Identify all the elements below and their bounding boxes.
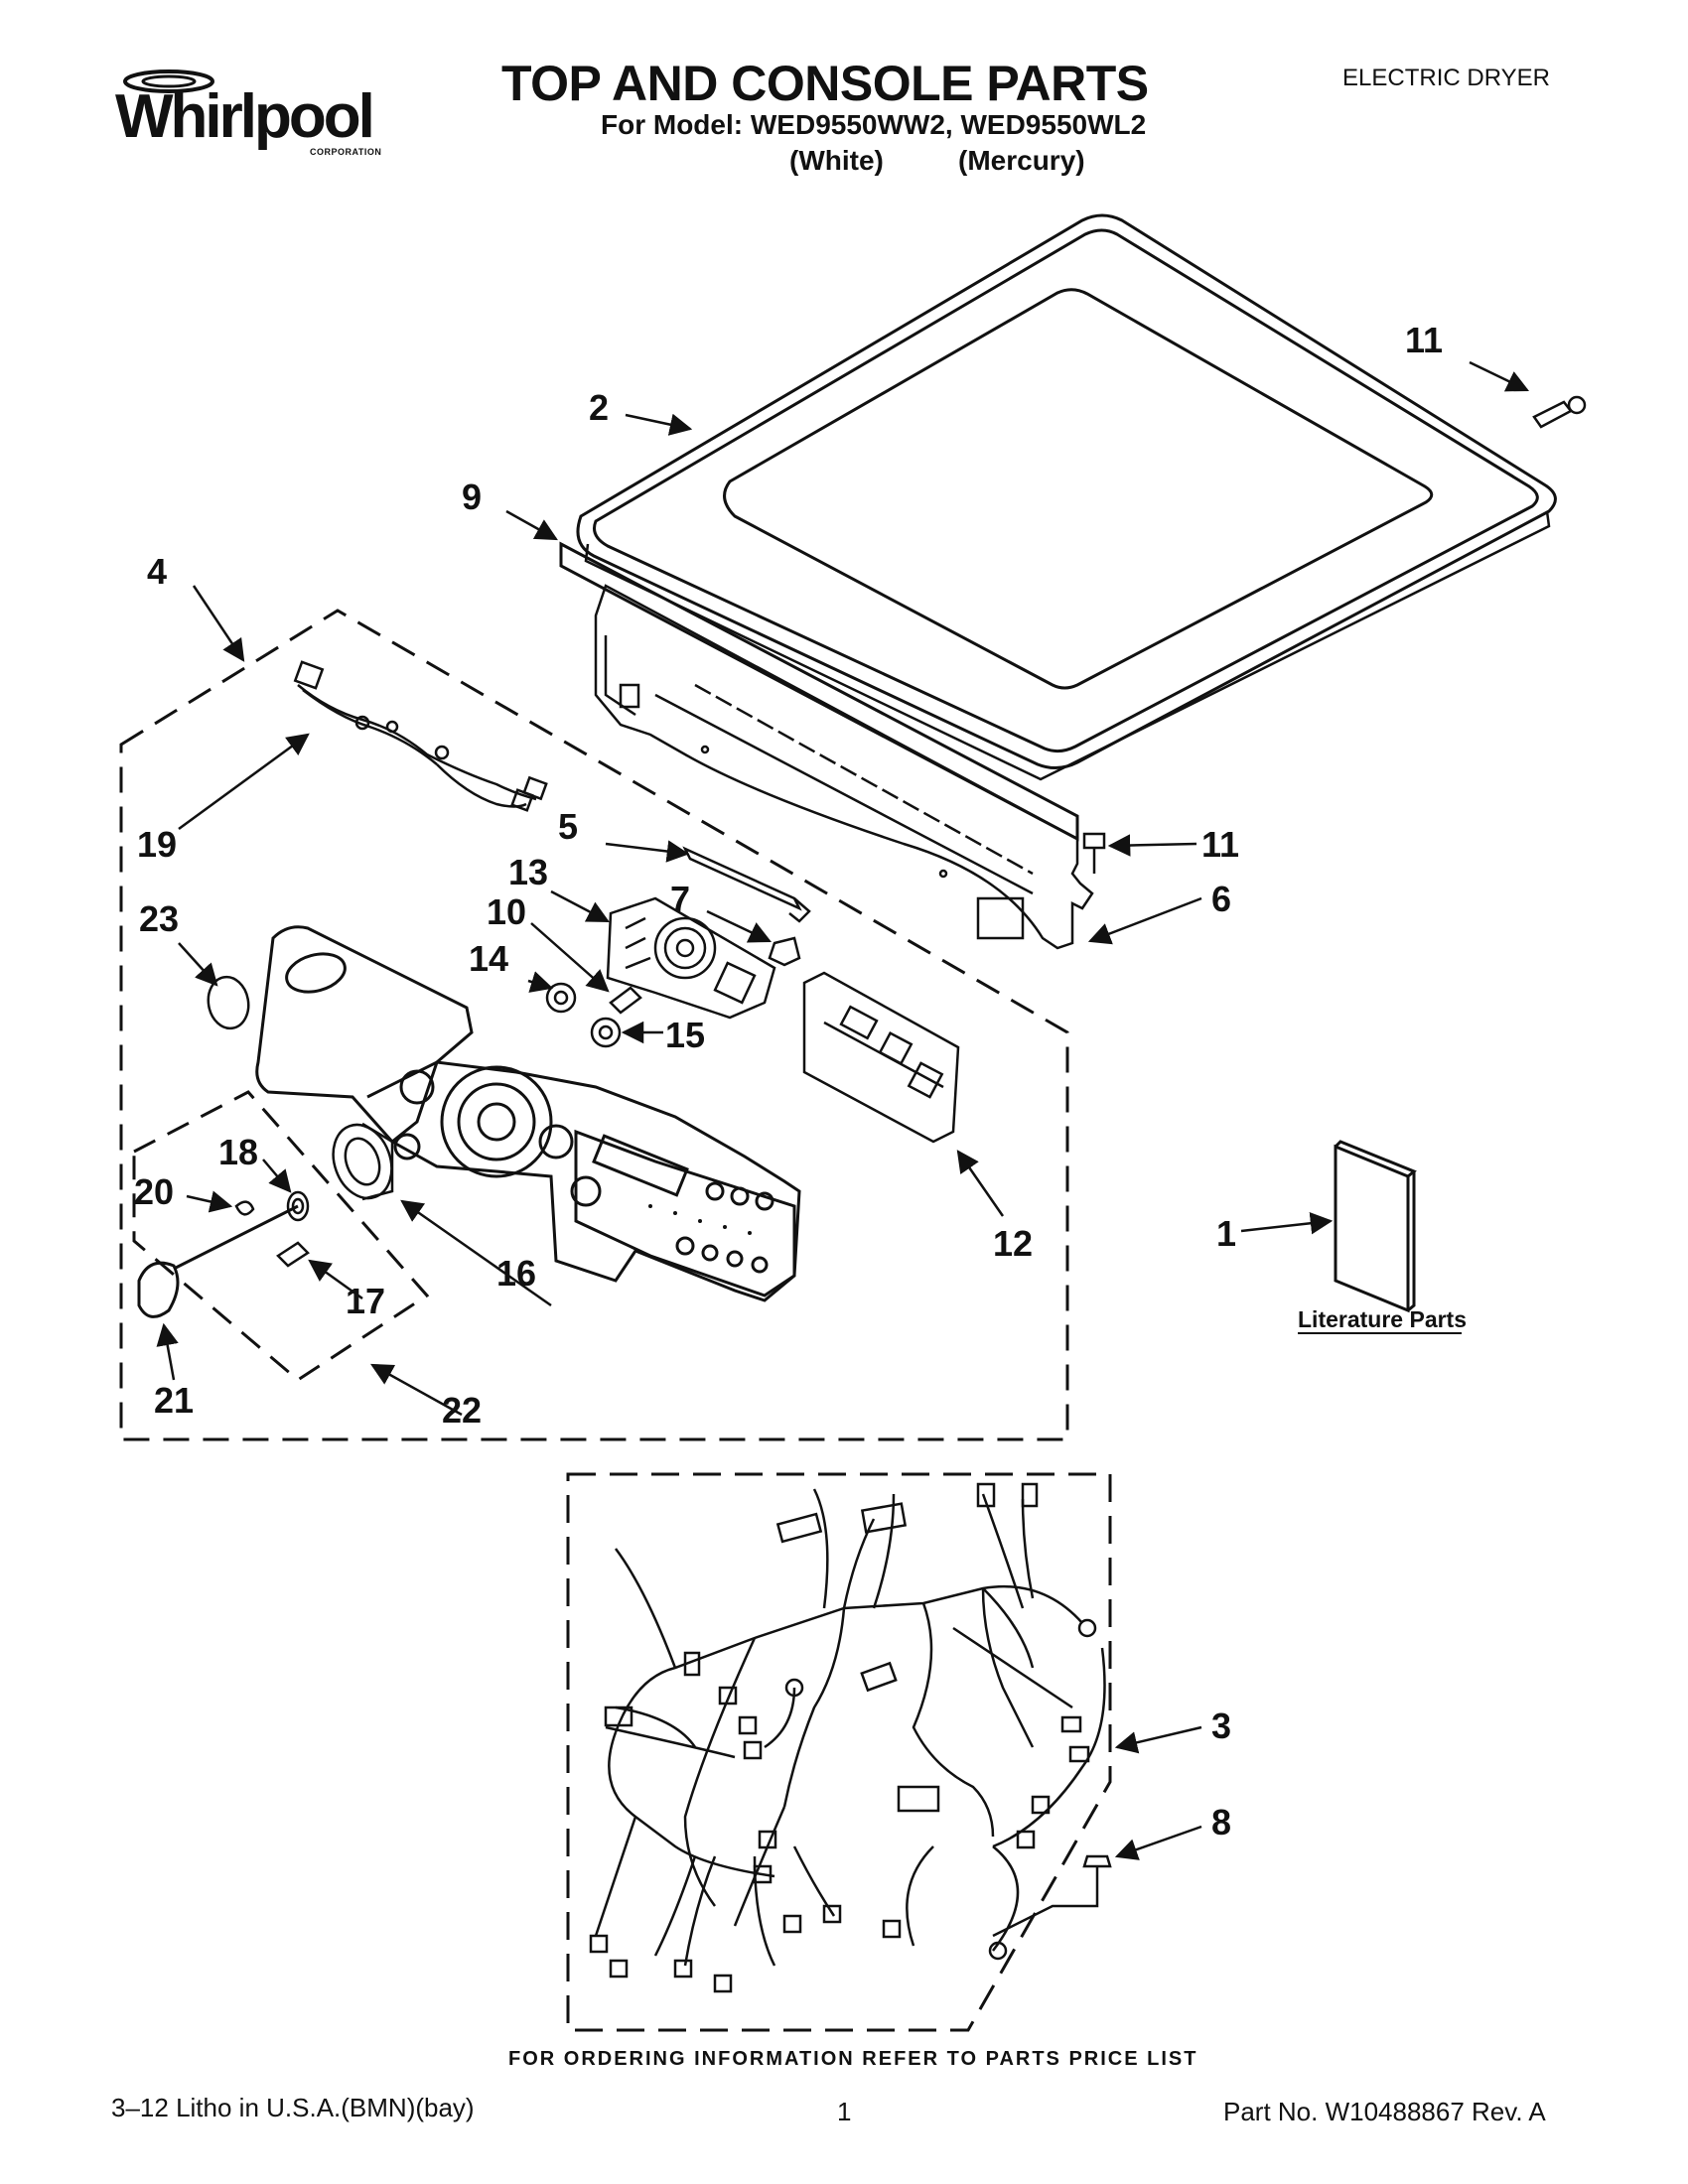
callout-1: 1: [1216, 1213, 1237, 1254]
knob-bezel: [332, 1122, 394, 1201]
callout-11-top: 11: [1405, 320, 1444, 360]
literature-parts-label: Literature Parts: [1298, 1306, 1468, 1332]
callout-12: 12: [993, 1223, 1034, 1264]
ordering-note: FOR ORDERING INFORMATION REFER TO PARTS …: [508, 2048, 1198, 2070]
brand-name: Whirlpool: [115, 82, 375, 151]
brand-logo: Whirlpool CORPORATION: [111, 62, 382, 161]
main-harness-boundary: [566, 1472, 1112, 2032]
callout-17: 17: [346, 1281, 386, 1321]
knob-clip: [234, 1200, 255, 1216]
callout-21: 21: [154, 1380, 195, 1421]
callout-8: 8: [1211, 1802, 1232, 1843]
page-title: TOP AND CONSOLE PARTS: [501, 56, 1149, 111]
callout-18: 18: [218, 1132, 259, 1172]
callout-16: 16: [496, 1253, 537, 1294]
logo-swoosh-icon: [123, 69, 214, 93]
callout-6: 6: [1211, 879, 1232, 919]
screw-mid: [1082, 832, 1106, 874]
color-white: (White): [789, 145, 884, 176]
console-lens: [207, 975, 250, 1030]
callout-23: 23: [139, 898, 180, 939]
knob-insert: [276, 1241, 310, 1268]
console-bracket: [594, 584, 1094, 950]
rotary-encoder: [590, 1017, 622, 1048]
screw-top-right: [1532, 395, 1587, 429]
product-type: ELECTRIC DRYER: [1342, 65, 1550, 91]
callout-15: 15: [665, 1015, 706, 1055]
console-housing: [255, 925, 801, 1302]
console-light: [609, 986, 642, 1015]
page-number: 1: [837, 2097, 852, 2126]
literature-booklet: [1334, 1140, 1417, 1313]
callout-19: 19: [137, 824, 178, 865]
main-wire-harness: [589, 1482, 1106, 1993]
callout-14: 14: [469, 938, 509, 979]
ribbon-cable: [682, 846, 811, 923]
callout-2: 2: [589, 387, 610, 428]
console-assembly-boundary: [119, 609, 1069, 1441]
user-interface-board: [802, 971, 960, 1144]
callout-3: 3: [1211, 1706, 1232, 1746]
callout-9: 9: [462, 477, 483, 517]
control-board-assembly: [606, 896, 776, 1020]
litho-info: 3–12 Litho in U.S.A.(BMN)(bay): [111, 2093, 475, 2122]
callout-7: 7: [670, 879, 691, 919]
callout-11-mid: 11: [1201, 824, 1240, 865]
console-wire-harness: [293, 660, 548, 812]
model-line: For Model: WED9550WW2, WED9550WL2: [601, 109, 1147, 140]
callout-22: 22: [442, 1390, 483, 1431]
callout-20: 20: [134, 1171, 175, 1212]
rotary-switch: [545, 982, 577, 1014]
callout-4: 4: [147, 551, 168, 592]
brand-subtitle: CORPORATION: [310, 147, 382, 157]
callout-10: 10: [487, 891, 527, 932]
part-number: Part No. W10488867 Rev. A: [1223, 2097, 1546, 2126]
small-bracket: [768, 936, 801, 967]
color-mercury: (Mercury): [958, 145, 1085, 176]
control-knob: [137, 1204, 299, 1318]
callout-arrows: [156, 360, 1530, 1860]
knob-spring-shaft: [286, 1190, 310, 1222]
callout-13: 13: [508, 852, 549, 892]
callout-5: 5: [558, 806, 579, 847]
screw-harness: [1082, 1854, 1112, 1891]
top-panel: [576, 213, 1557, 781]
